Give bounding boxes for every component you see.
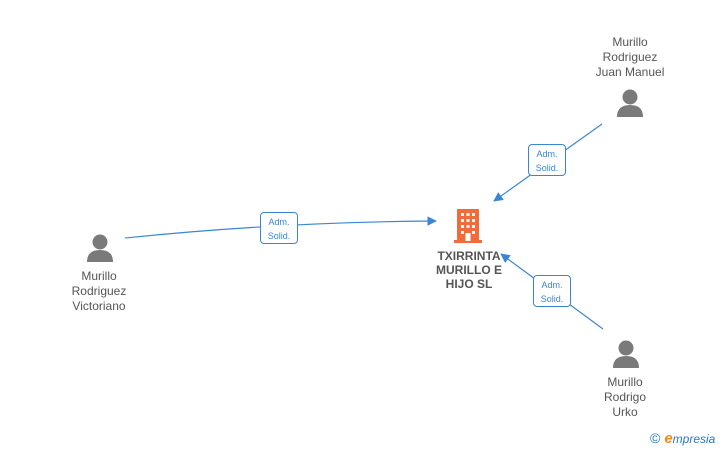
edge-label-line: Solid. — [540, 294, 564, 304]
company-label-line: TXIRRINTA — [437, 249, 501, 263]
brand-name: mpresia — [672, 432, 716, 446]
person-label[interactable]: Murillo Rodriguez Victoriano — [56, 269, 142, 314]
person-label-line: Murillo — [612, 35, 648, 49]
edge-label-line: Adm. — [268, 217, 290, 227]
person-icon[interactable] — [617, 89, 643, 118]
edge-label[interactable]: Adm. Solid. — [528, 144, 566, 176]
person-icon[interactable] — [613, 340, 639, 369]
person-label-line: Rodriguez — [71, 284, 127, 298]
building-icon[interactable] — [454, 209, 482, 243]
company-label[interactable]: TXIRRINTA MURILLO E HIJO SL — [428, 249, 510, 291]
person-label-line: Urko — [612, 405, 638, 419]
brand-logo[interactable]: ©empresia — [650, 430, 715, 448]
edge-label-line: Solid. — [535, 163, 559, 173]
person-label-line: Rodrigo — [603, 390, 647, 404]
person-label-line: Murillo — [81, 269, 117, 283]
person-label-line: Rodriguez — [602, 50, 658, 64]
edge-label[interactable]: Adm. Solid. — [260, 212, 298, 244]
edge-label-line: Adm. — [541, 280, 563, 290]
edge-label-line: Adm. — [536, 149, 558, 159]
person-label-line: Victoriano — [72, 299, 126, 313]
person-label-line: Juan Manuel — [595, 65, 665, 79]
person-label[interactable]: Murillo Rodriguez Juan Manuel — [584, 35, 676, 80]
person-label[interactable]: Murillo Rodrigo Urko — [586, 375, 664, 420]
brand-e-letter: e — [664, 430, 673, 447]
copyright-icon: © — [650, 430, 661, 446]
edge-label-line: Solid. — [267, 231, 291, 241]
edge-label[interactable]: Adm. Solid. — [533, 275, 571, 307]
person-label-line: Murillo — [607, 375, 643, 389]
company-label-line: MURILLO E — [436, 263, 502, 277]
company-label-line: HIJO SL — [445, 277, 493, 291]
person-icon[interactable] — [87, 234, 113, 263]
